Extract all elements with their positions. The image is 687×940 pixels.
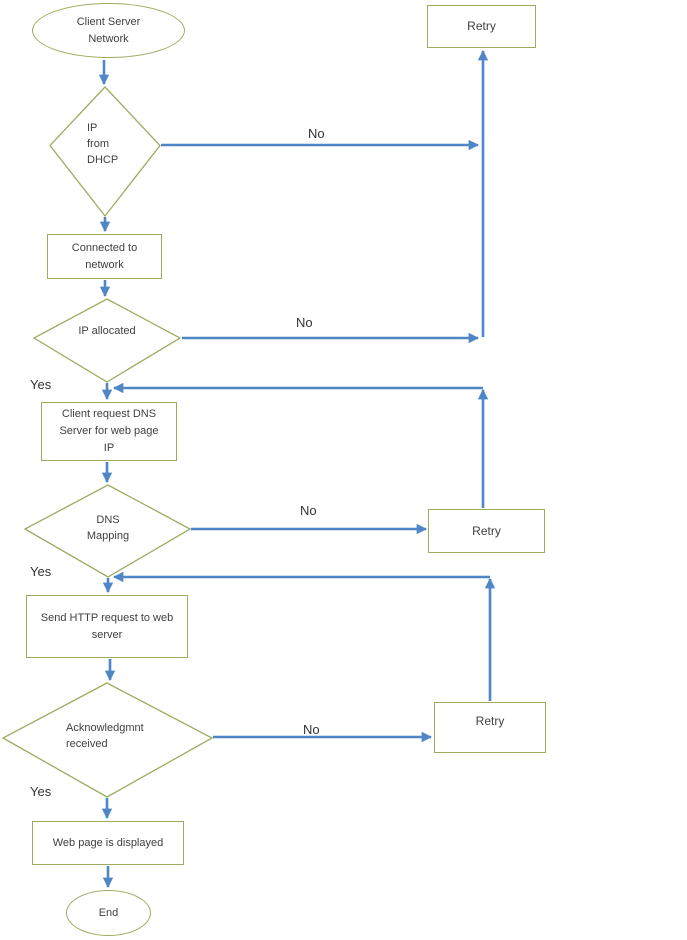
- retry-box-bottom-label: Retry: [475, 714, 505, 728]
- process-web-page-displayed: Web page is displayed: [32, 821, 184, 865]
- decision-ack-received-shape: [1, 682, 214, 798]
- process-connected-label: Connected to network: [71, 241, 138, 271]
- start-node-label: Client Server Network: [76, 15, 141, 45]
- decision-ack-received-label: Acknowledgmnt received: [66, 722, 144, 750]
- edge-label-yes-allocated: Yes: [30, 377, 52, 392]
- edge-label-no-dhcp: No: [308, 126, 325, 141]
- decision-dns-mapping-label: DNS Mapping: [86, 514, 130, 542]
- process-client-request-dns-label: Client request DNS Server for web page I…: [59, 408, 159, 454]
- edge-label-no-allocated: No: [296, 315, 313, 330]
- edge-label-yes-dnsmapping: Yes: [30, 564, 52, 579]
- end-node: End: [66, 890, 151, 936]
- process-web-page-label: Web page is displayed: [52, 836, 164, 849]
- end-node-label: End: [98, 906, 119, 919]
- edge-label-no-ack: No: [303, 722, 320, 737]
- retry-box-top: Retry: [427, 5, 536, 48]
- retry-box-top-label: Retry: [467, 19, 496, 33]
- process-connected-to-network: Connected to network: [47, 234, 162, 279]
- retry-box-middle-label: Retry: [472, 523, 501, 538]
- decision-ip-from-dhcp-shape: [49, 86, 161, 218]
- process-send-http-request: Send HTTP request to web server: [26, 595, 188, 658]
- decision-dns-mapping-shape: [23, 484, 192, 578]
- retry-box-middle: Retry: [428, 509, 545, 553]
- decision-ip-allocated-label: IP allocated: [78, 325, 136, 337]
- decision-ip-from-dhcp-label: IP from DHCP: [87, 122, 119, 166]
- edge-label-yes-ack: Yes: [30, 784, 52, 799]
- process-send-http-label: Send HTTP request to web server: [40, 611, 174, 641]
- retry-box-bottom: Retry: [434, 702, 546, 753]
- decision-ip-allocated-shape: [32, 298, 182, 383]
- start-node: Client Server Network: [32, 3, 185, 58]
- process-client-request-dns: Client request DNS Server for web page I…: [41, 402, 177, 461]
- edge-label-no-dnsmapping: No: [300, 503, 317, 518]
